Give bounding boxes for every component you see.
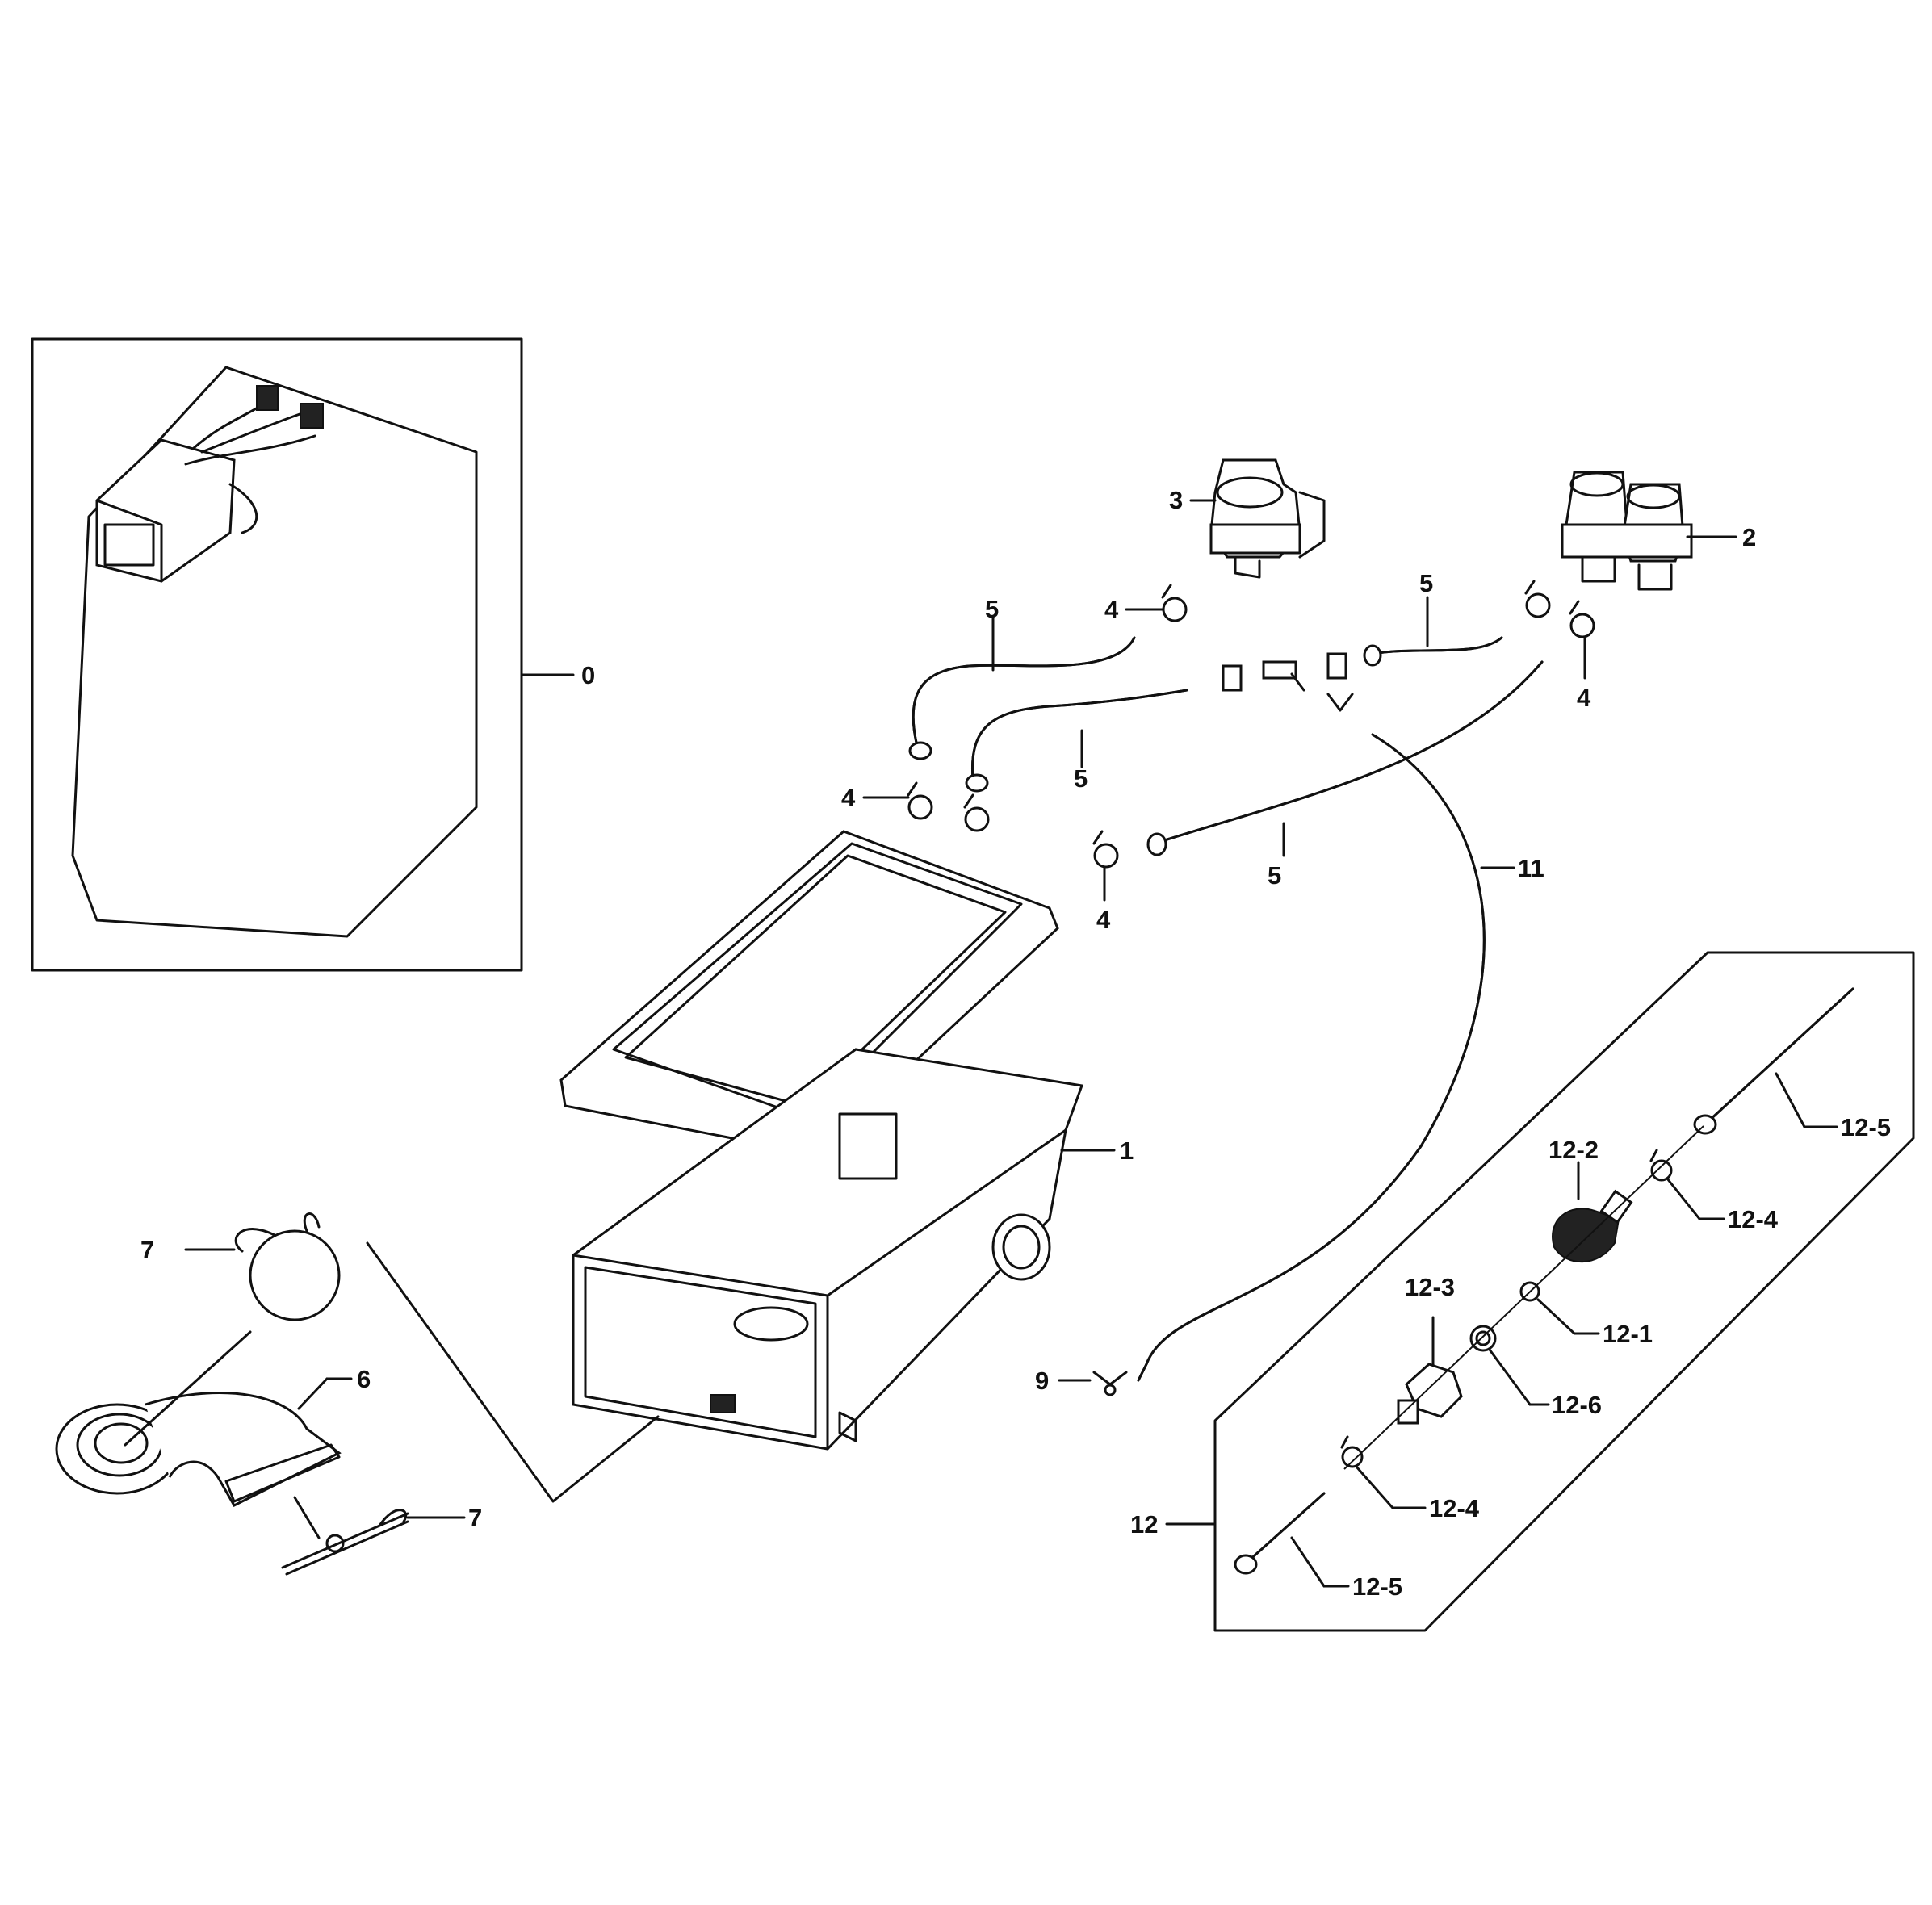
label-4-left: 4 xyxy=(841,784,856,812)
hose-fittings xyxy=(1222,652,1354,712)
label-1: 1 xyxy=(1120,1137,1134,1165)
label-12: 12 xyxy=(1130,1510,1158,1539)
connector-elbow-clamp xyxy=(293,1496,321,1539)
part-0-harness-inset xyxy=(31,337,523,972)
label-12-3: 12-3 xyxy=(1405,1273,1455,1301)
part-11-hose xyxy=(1137,733,1486,1382)
label-12-1: 12-1 xyxy=(1603,1320,1653,1348)
part-12-inlet-kit xyxy=(1213,951,1915,1632)
leader-12-4-bottom xyxy=(1355,1465,1394,1509)
label-12-5-top: 12-5 xyxy=(1841,1113,1891,1141)
part-4-clamps xyxy=(907,580,1595,869)
label-4-mid: 4 xyxy=(1096,906,1111,934)
label-12-5-bottom: 12-5 xyxy=(1352,1572,1402,1601)
label-12-2: 12-2 xyxy=(1549,1136,1599,1164)
label-6: 6 xyxy=(357,1365,371,1393)
label-5-right: 5 xyxy=(1419,569,1433,597)
label-2: 2 xyxy=(1742,523,1756,551)
part-3-water-valve xyxy=(1209,458,1326,579)
label-9: 9 xyxy=(1035,1367,1049,1395)
label-5-mid: 5 xyxy=(1074,764,1088,793)
connector-clamp-housing xyxy=(366,1241,660,1503)
label-5-low: 5 xyxy=(1268,861,1281,890)
part-7-clamp-bottom xyxy=(281,1509,409,1576)
part-7-clamp-top xyxy=(234,1212,341,1321)
leader-12-5-bottom xyxy=(1290,1536,1326,1588)
label-4-valve2: 4 xyxy=(1577,684,1591,712)
label-12-4-bottom: 12-4 xyxy=(1429,1494,1480,1522)
connector-clamp-elbow xyxy=(124,1330,252,1447)
label-12-6: 12-6 xyxy=(1552,1391,1602,1419)
label-3: 3 xyxy=(1169,486,1183,514)
label-4-valve3: 4 xyxy=(1104,596,1119,624)
label-7-bottom: 7 xyxy=(468,1504,482,1532)
part-9-clip xyxy=(1092,1371,1128,1396)
part-5-hoses xyxy=(908,636,1544,856)
label-11: 11 xyxy=(1518,854,1544,882)
label-12-4-top: 12-4 xyxy=(1728,1205,1779,1233)
label-0: 0 xyxy=(581,661,595,689)
part-6-elbow xyxy=(55,1392,342,1507)
label-5-top: 5 xyxy=(985,595,999,623)
part-2-double-valve xyxy=(1561,471,1693,591)
leader-12-5-top xyxy=(1775,1072,1806,1128)
leader-6 xyxy=(297,1377,329,1410)
leader-12-4-top xyxy=(1666,1177,1701,1220)
leader-12-1 xyxy=(1536,1298,1576,1335)
part-1-dispenser-housing xyxy=(559,830,1084,1451)
leader-12-6 xyxy=(1488,1348,1532,1406)
label-7-top: 7 xyxy=(140,1236,154,1264)
